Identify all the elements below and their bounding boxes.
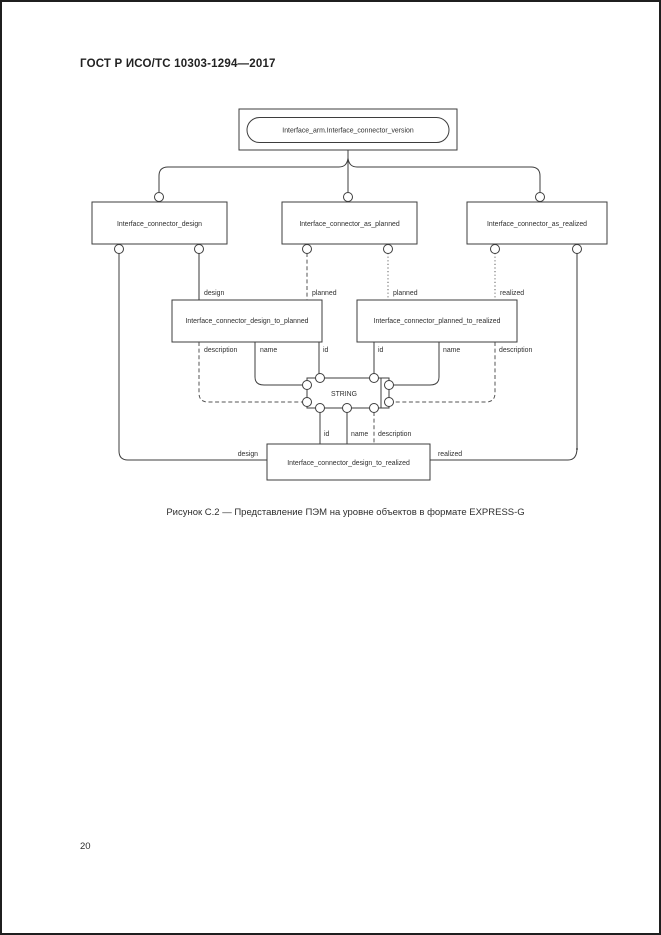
relation-circle: [114, 244, 124, 254]
attr-label-design: design: [204, 290, 224, 297]
relation-circle: [154, 192, 164, 202]
relation-circle: [384, 380, 394, 390]
string-type-label: STRING: [331, 391, 357, 398]
relation-circle: [302, 380, 312, 390]
attr-label-m2-description: description: [499, 347, 532, 354]
relation-circle: [369, 373, 379, 383]
attr-label-str-description: description: [378, 431, 411, 438]
connector-m1-name: [254, 342, 303, 386]
entity-box-design-to-planned: [171, 299, 323, 343]
entity-box-as-realized: [466, 201, 608, 245]
relation-circle: [572, 244, 582, 254]
relation-circle: [315, 373, 325, 383]
attr-label-final-realized: realized: [438, 451, 462, 458]
schema-ref-oval: [246, 117, 450, 143]
relation-circle: [343, 192, 353, 202]
entity-label-design: Interface_connector_design: [117, 221, 202, 228]
attr-label-planned-left: planned: [312, 290, 337, 297]
attr-label-str-id: id: [324, 431, 330, 438]
attr-label-realized: realized: [500, 290, 524, 297]
relation-circle: [302, 397, 312, 407]
entity-label-design-to-planned: Interface_connector_design_to_planned: [186, 318, 309, 325]
attr-label-planned-right: planned: [393, 290, 418, 297]
connector-branch-right: [347, 157, 541, 192]
attr-label-str-name: name: [351, 431, 368, 438]
relation-circle: [194, 244, 204, 254]
attr-label-final-design: design: [238, 451, 258, 458]
relation-circle: [369, 403, 379, 413]
entity-box-planned-to-realized: [356, 299, 518, 343]
document-header: ГОСТ Р ИСО/ТС 10303-1294—2017: [80, 58, 276, 70]
page-number: 20: [80, 841, 91, 852]
entity-label-design-to-realized: Interface_connector_design_to_realized: [287, 460, 410, 467]
entity-label-as-planned: Interface_connector_as_planned: [299, 221, 400, 228]
relation-circle: [315, 403, 325, 413]
relation-circle: [383, 244, 393, 254]
entity-box-design-to-realized: [266, 443, 431, 481]
figure-caption: Рисунок С.2 — Представление ПЭМ на уровн…: [166, 507, 525, 518]
entity-box-as-planned: [281, 201, 418, 245]
entity-box-design: [91, 201, 228, 245]
schema-ref-label: Interface_arm.Interface_connector_versio…: [282, 128, 414, 135]
relation-circle: [302, 244, 312, 254]
attr-label-m2-id: id: [378, 347, 384, 354]
entity-label-planned-to-realized: Interface_connector_planned_to_realized: [374, 318, 501, 325]
connector-branch-left: [158, 157, 349, 192]
attr-label-m1-id: id: [323, 347, 329, 354]
attr-label-m1-name: name: [260, 347, 277, 354]
relation-circle: [490, 244, 500, 254]
connector-design-to-bottom: [118, 253, 267, 461]
relation-circle: [535, 192, 545, 202]
attr-label-m1-description: description: [204, 347, 237, 354]
relation-circle: [342, 403, 352, 413]
entity-label-as-realized: Interface_connector_as_realized: [487, 221, 587, 228]
express-g-diagram: Interface_arm.Interface_connector_versio…: [91, 108, 608, 481]
connector-realized-to-bottom: [430, 447, 578, 461]
connector-m2-name: [393, 342, 440, 386]
relation-circle: [384, 397, 394, 407]
attr-label-m2-name: name: [443, 347, 460, 354]
